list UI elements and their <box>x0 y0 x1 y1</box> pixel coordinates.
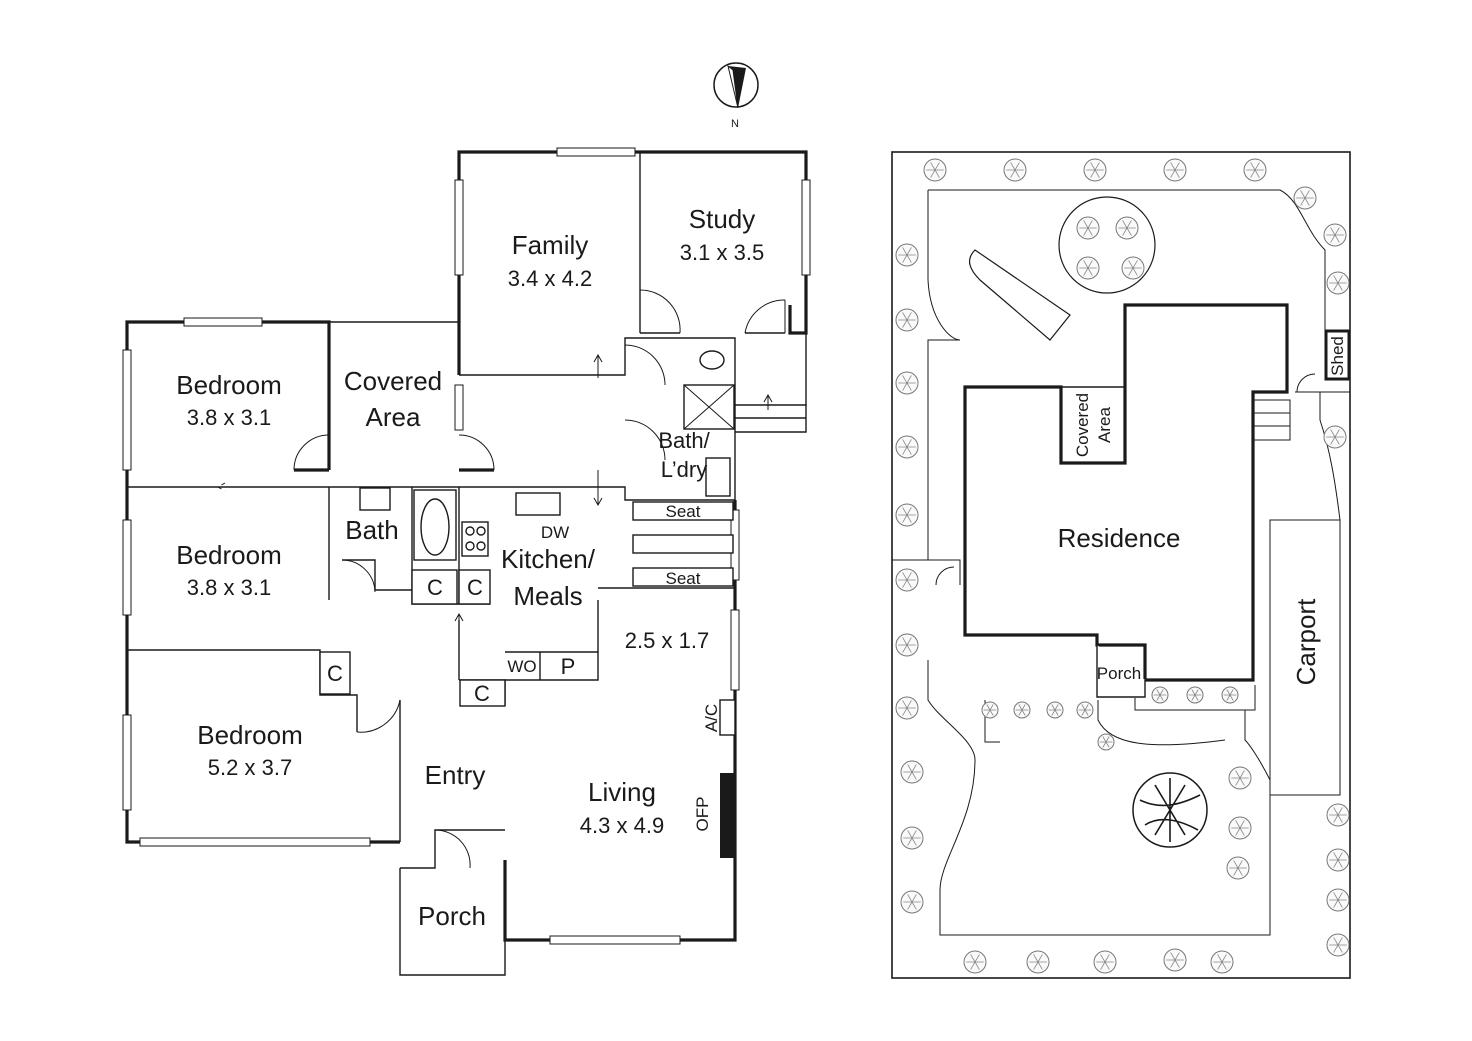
shrub-icon <box>1326 271 1350 295</box>
shrub-icon <box>1163 948 1187 972</box>
shrub-icon <box>895 243 919 267</box>
shrub-icon <box>963 950 987 974</box>
shrub-icon <box>900 890 924 914</box>
shrub-icon <box>1226 856 1250 880</box>
site-porch-label: Porch <box>1097 664 1141 683</box>
living-name: Living <box>588 777 656 807</box>
shrub-icon <box>1323 425 1347 449</box>
shrub-icon <box>1083 158 1107 182</box>
shrub-icon <box>1326 933 1350 957</box>
bedroom-3-name: Bedroom <box>197 720 303 750</box>
site-covered-area-line2: Area <box>1095 407 1114 443</box>
bedroom-1-dims: 3.8 x 3.1 <box>187 405 271 430</box>
living-dims: 4.3 x 4.9 <box>580 813 664 838</box>
shrub-icon <box>895 503 919 527</box>
site-carport-label: Carport <box>1291 598 1321 685</box>
shrub-icon <box>1121 256 1145 280</box>
shrub-icon <box>1076 216 1100 240</box>
shrub-icon <box>900 760 924 784</box>
covered-area-line2: Area <box>366 402 421 432</box>
shrub-icon <box>895 633 919 657</box>
site-residence-footprint <box>963 303 1351 698</box>
shrub-icon <box>1013 701 1031 719</box>
shrub-icon <box>1293 186 1317 210</box>
shrub-icon <box>981 701 999 719</box>
shrub-icon <box>1046 701 1064 719</box>
shrub-icon <box>1326 888 1350 912</box>
shrub-icon <box>1076 256 1100 280</box>
bedroom-3-dims: 5.2 x 3.7 <box>208 755 292 780</box>
pantry-label: P <box>561 654 576 679</box>
shrub-icon <box>1076 701 1094 719</box>
floor-plan-windows <box>122 147 811 945</box>
family-room-name: Family <box>512 230 589 260</box>
shrub-icon <box>1163 158 1187 182</box>
shrub-icon <box>1097 733 1115 751</box>
bath-laundry-line1: Bath/ <box>658 428 710 453</box>
shrub-icon <box>1093 950 1117 974</box>
entry-name: Entry <box>425 760 486 790</box>
floor-plan-arrows <box>216 353 773 640</box>
shrub-icon <box>1228 816 1252 840</box>
floor-plan-doors <box>293 289 786 869</box>
covered-area-line1: Covered <box>344 366 442 396</box>
shrub-icon <box>923 158 947 182</box>
shrub-icon <box>1210 950 1234 974</box>
study-room-dims: 3.1 x 3.5 <box>680 240 764 265</box>
wall-oven-label: WO <box>507 657 536 676</box>
shrub-icon <box>895 696 919 720</box>
site-covered-area-line1: Covered <box>1073 393 1092 457</box>
bedroom-2-name: Bedroom <box>176 540 282 570</box>
bath-name: Bath <box>345 515 399 545</box>
cupboard-bath-2-label: C <box>467 575 483 600</box>
shrub-icon <box>1326 848 1350 872</box>
north-compass-icon <box>713 62 759 109</box>
shrub-icon <box>895 308 919 332</box>
air-conditioner-label: A/C <box>702 704 721 732</box>
shrub-icon <box>895 371 919 395</box>
site-residence-label: Residence <box>1058 523 1181 553</box>
seat-top-label: Seat <box>666 502 701 521</box>
large-tree-icon <box>1132 772 1208 848</box>
site-shed-label: Shed <box>1328 336 1347 376</box>
shrub-icon <box>1323 223 1347 247</box>
floor-plan-fixtures <box>319 350 736 858</box>
shrub-icon <box>900 826 924 850</box>
bath-laundry-line2: L’dry <box>661 457 707 482</box>
cupboard-entry-label: C <box>474 681 490 706</box>
shrub-icon <box>1026 950 1050 974</box>
shrub-icon <box>1326 803 1350 827</box>
study-room-name: Study <box>689 204 756 234</box>
shrub-icon <box>895 435 919 459</box>
nook-dims: 2.5 x 1.7 <box>625 628 709 653</box>
bedroom-1-name: Bedroom <box>176 370 282 400</box>
shrub-icon <box>1151 686 1169 704</box>
seat-bottom-label: Seat <box>666 569 701 588</box>
shrub-icon <box>1243 158 1267 182</box>
site-plan-paths <box>892 189 1350 936</box>
shrub-icon <box>1228 766 1252 790</box>
dishwasher-label: DW <box>541 523 569 542</box>
compass-label: N <box>731 118 739 130</box>
kitchen-meals-line2: Meals <box>513 581 582 611</box>
shrub-icon <box>1003 158 1027 182</box>
site-trees <box>895 158 1350 974</box>
shrub-icon <box>1186 686 1204 704</box>
shrub-icon <box>1115 216 1139 240</box>
cupboard-bedroom-label: C <box>327 661 343 686</box>
cupboard-bath-1-label: C <box>427 575 443 600</box>
fireplace-label: OFP <box>693 797 712 832</box>
shrub-icon <box>895 568 919 592</box>
family-room-dims: 3.4 x 4.2 <box>508 266 592 291</box>
shrub-icon <box>1221 686 1239 704</box>
bedroom-2-dims: 3.8 x 3.1 <box>187 575 271 600</box>
kitchen-meals-line1: Kitchen/ <box>501 544 596 574</box>
porch-name: Porch <box>418 901 486 931</box>
